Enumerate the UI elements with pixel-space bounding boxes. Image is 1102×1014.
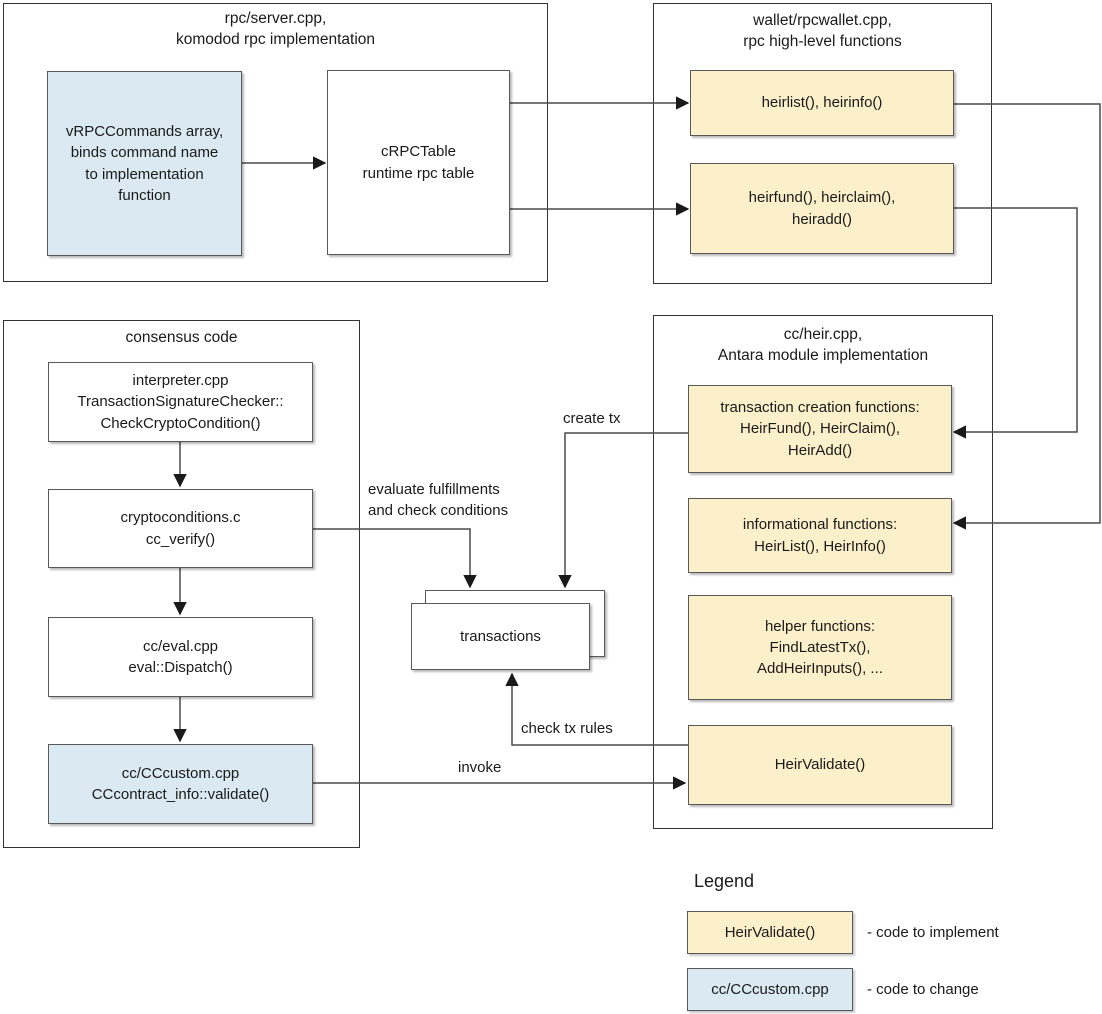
edge-label-invoke: invoke [458,759,502,776]
edge-label-evaluate-fulfillments: evaluate fulfillments and check conditio… [368,481,509,520]
node-cryptoconditions: cryptoconditions.c cc_verify() [48,489,313,568]
edge-label-check-tx-rules: check tx rules [521,720,613,737]
group-rpc-server-title: rpc/server.cpp, komodod rpc implementati… [175,10,376,49]
legend-change-label: - code to change [867,981,979,998]
node-crpctable: cRPCTable runtime rpc table [327,70,510,255]
node-vrpccommands: vRPCCommands array, binds command name t… [47,71,242,256]
node-heirlist-rpc: heirlist(), heirinfo() [690,70,954,136]
node-heirvalidate: HeirValidate() [688,725,952,805]
node-tx-creation: transaction creation functions: HeirFund… [688,385,952,473]
node-informational: informational functions: HeirList(), Hei… [688,498,952,573]
legend-title: Legend [694,871,755,891]
legend-change-swatch: cc/CCcustom.cpp [687,968,853,1011]
legend-implement-swatch: HeirValidate() [687,911,853,954]
legend-implement-label: - code to implement [867,924,999,941]
node-cccustom: cc/CCcustom.cpp CCcontract_info::validat… [48,744,313,824]
group-heir-title: cc/heir.cpp, Antara module implementatio… [717,326,929,365]
node-heirfund-rpc: heirfund(), heirclaim(), heiradd() [690,163,954,254]
node-helper: helper functions: FindLatestTx(), AddHei… [688,595,952,700]
group-wallet-title: wallet/rpcwallet.cpp, rpc high-level fun… [743,12,902,51]
node-cceval: cc/eval.cpp eval::Dispatch() [48,617,313,697]
node-transactions: transactions [411,603,590,670]
edge-label-create-tx: create tx [563,410,621,427]
node-interpreter: interpreter.cpp TransactionSignatureChec… [48,362,313,442]
group-consensus-title: consensus code [125,329,238,346]
